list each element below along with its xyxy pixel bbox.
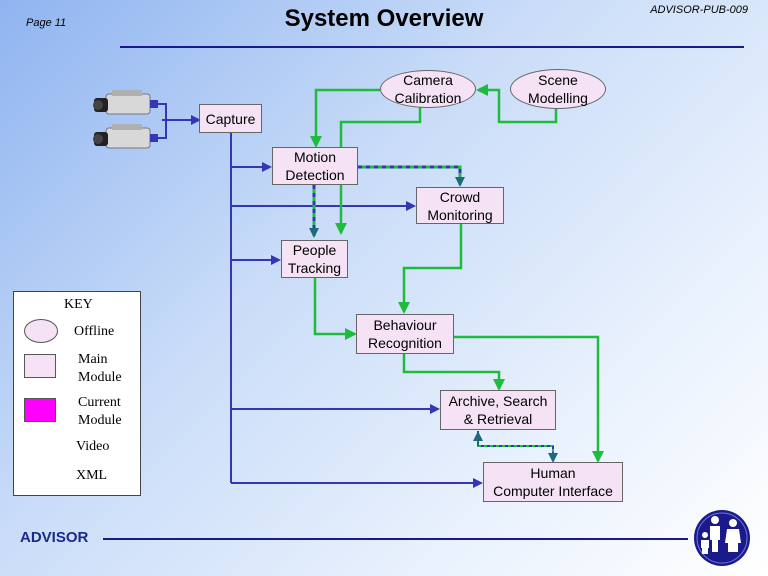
key-xml-label: XML — [76, 468, 108, 483]
footer-rule — [103, 538, 688, 540]
camera-icon — [93, 90, 167, 149]
archive-search-retrieval-node: Archive, Search & Retrieval — [440, 390, 556, 430]
motion-to-crowd-line — [358, 165, 465, 187]
behaviour-recognition-node: Behaviour Recognition — [356, 314, 454, 354]
people-to-behaviour-line — [313, 278, 357, 340]
scene-modelling-node: Scene Modelling — [510, 69, 606, 109]
mixed-lines — [309, 165, 558, 463]
people-tracking-node: People Tracking — [281, 240, 348, 278]
advisor-logo-icon — [694, 510, 750, 566]
video-lines — [162, 115, 483, 488]
document-id: ADVISOR-PUB-009 — [650, 4, 748, 16]
crowd-to-behaviour-line — [398, 224, 463, 314]
key-title: KEY — [64, 297, 93, 312]
key-offline-label: Offline — [74, 324, 115, 339]
scene-to-calibration-line — [476, 84, 558, 124]
crowd-monitoring-node: Crowd Monitoring — [416, 187, 504, 224]
behaviour-to-hci-line — [454, 335, 604, 463]
camera-calibration-node: Camera Calibration — [380, 70, 476, 108]
capture-node: Capture — [199, 104, 262, 133]
key-current-module-label: Current Module — [78, 395, 122, 428]
human-computer-interface-node: Human Computer Interface — [483, 462, 623, 502]
footer-label: ADVISOR — [20, 529, 89, 546]
key-video-label: Video — [76, 439, 110, 454]
key-main-module-label: Main Module — [78, 352, 122, 385]
key-current-module-swatch — [24, 398, 56, 422]
page-title: System Overview — [284, 5, 484, 32]
calibration-to-motion-line — [310, 88, 380, 148]
key-offline-swatch — [24, 319, 58, 343]
motion-detection-node: Motion Detection — [272, 147, 358, 185]
behaviour-to-archive-line — [402, 354, 505, 391]
page-number: Page 11 — [26, 17, 67, 29]
header-rule — [120, 46, 744, 48]
key-main-module-swatch — [24, 354, 56, 378]
